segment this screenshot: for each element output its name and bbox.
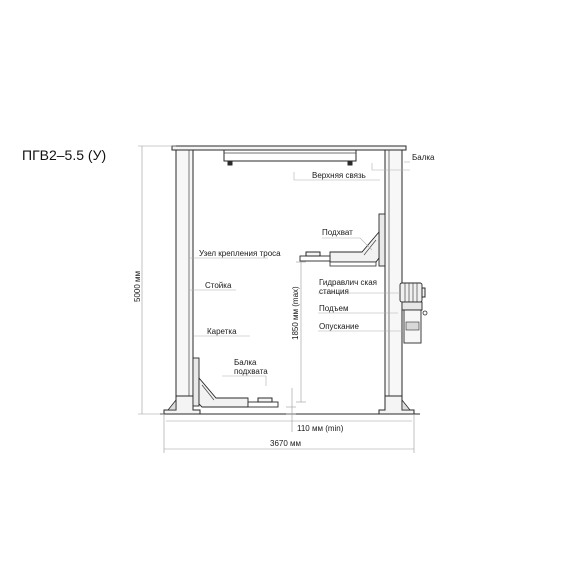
label-lowering: Опускание: [319, 322, 359, 331]
height-dimension-label: 5000 мм: [133, 271, 142, 302]
label-beam: Балка: [412, 153, 435, 162]
label-carrier: Подхват: [322, 228, 353, 237]
lift-height-dimension-label: 1850 мм (max): [291, 286, 300, 340]
label-hydraulic-line2: станция: [319, 287, 349, 296]
raised-lift-arm: [299, 230, 380, 267]
dimension-height: 5000 мм: [133, 145, 176, 415]
label-carrier-beam-line2: подхвата: [234, 367, 268, 376]
min-height-dimension-label: 110 мм (min): [297, 424, 344, 433]
right-column: [378, 149, 415, 415]
label-column: Стойка: [205, 281, 232, 290]
top-beam: [171, 145, 407, 166]
label-top-link: Верхняя связь: [312, 171, 366, 180]
dimension-width: 3670 мм: [163, 414, 415, 453]
label-lift: Подъем: [319, 304, 348, 313]
label-carriage: Каретка: [207, 327, 237, 336]
dimension-lift-height: 1850 мм (max): [291, 261, 306, 403]
left-column: [163, 149, 201, 415]
model-title: ПГВ2–5.5 (У): [22, 147, 106, 163]
label-hydraulic-line1: Гидравлич ская: [319, 278, 377, 287]
label-cable-node: Узел крепления троса: [199, 249, 281, 258]
dimension-min-height: 110 мм (min): [286, 388, 344, 433]
label-carrier-beam-line1: Балка: [234, 358, 257, 367]
hydraulic-station: [399, 282, 428, 344]
width-dimension-label: 3670 мм: [270, 439, 301, 448]
lowered-lift-arm: [198, 376, 279, 408]
